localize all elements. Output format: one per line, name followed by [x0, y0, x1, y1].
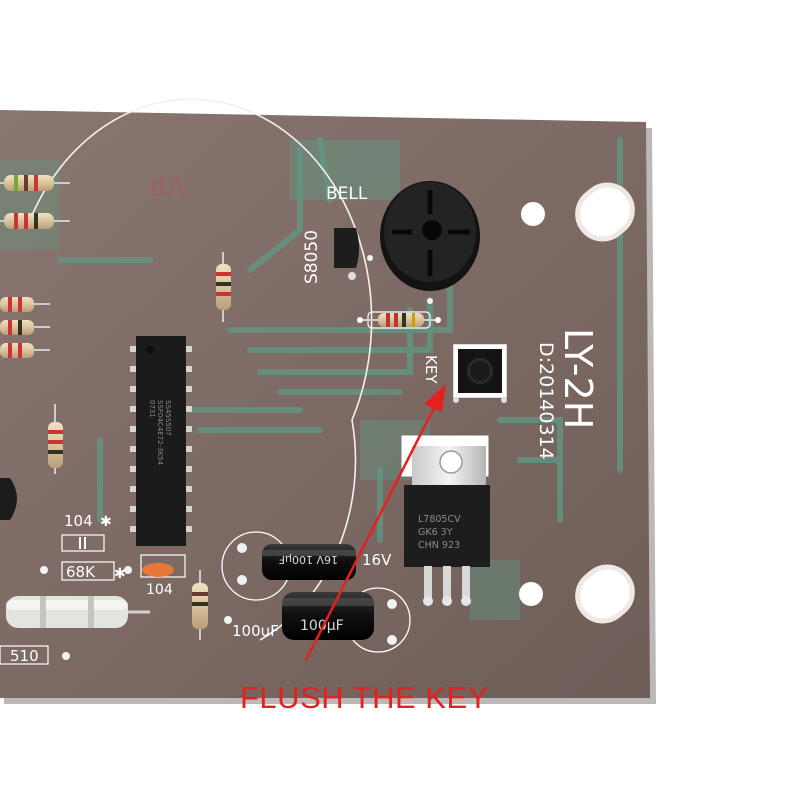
- svg-text:dΛ: dΛ: [150, 172, 187, 202]
- cap-100uf-label: 100uF: [232, 622, 279, 640]
- cap-code-label-1: 104: [64, 512, 93, 530]
- bell-label: BELL: [326, 184, 368, 204]
- cap-16v-label: 16V: [362, 551, 392, 569]
- chip-line-2: SSF04C4E72-3K54: [156, 400, 164, 466]
- board-date-label: D:20140314: [535, 342, 557, 460]
- slot-hole-top: [575, 182, 635, 242]
- svg-text:✱: ✱: [100, 514, 112, 530]
- cap-upper-print: 16V 100µF: [279, 553, 338, 566]
- regulator-line-1: L7805CV: [418, 514, 461, 525]
- transistor-label: S8050: [302, 230, 322, 284]
- svg-text:✱: ✱: [114, 566, 126, 582]
- ceramic-capacitor: [140, 554, 186, 578]
- board-model-label: LY-2H: [556, 328, 600, 429]
- transistor: [334, 228, 359, 280]
- cap-code-label-2: 104: [146, 582, 173, 598]
- resistor-key: [357, 311, 441, 329]
- res-510-label: 510: [10, 647, 39, 665]
- tactile-key: [453, 344, 507, 403]
- electrolytic-capacitor-upper: 16V 100µF: [262, 544, 356, 580]
- chip-line-1: 0731: [148, 400, 156, 418]
- annotation-text: FLUSH THE KEY: [240, 680, 489, 715]
- res-68k-label: 68K: [66, 563, 96, 581]
- ic-chip: 0731 SSF04C4E72-3K54 SS45S507: [130, 336, 192, 546]
- chip-line-3: SS45S507: [164, 400, 172, 436]
- slot-hole-bottom: [575, 564, 635, 624]
- regulator-line-2: GK6 3Y: [418, 527, 453, 538]
- annotation-arrow: [304, 384, 446, 661]
- resistor-cluster: [0, 175, 231, 640]
- regulator-line-3: CHN 923: [418, 540, 460, 551]
- cap-lower-print: 100µF: [300, 618, 344, 634]
- power-resistor: [6, 596, 150, 628]
- key-label: KEY: [422, 355, 440, 384]
- buzzer: [380, 181, 480, 291]
